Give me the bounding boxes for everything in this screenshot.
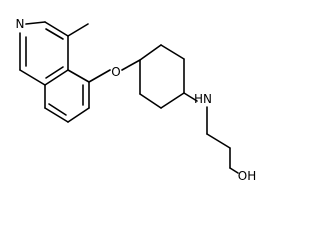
cyclohexane-ring xyxy=(139,44,185,109)
atom-label-n: N xyxy=(16,17,25,31)
bond-c-c xyxy=(160,92,185,109)
bond-c-c xyxy=(44,107,69,123)
atom-label-hn: HN xyxy=(194,92,212,106)
bond-c-c xyxy=(160,44,185,60)
bond-c-n xyxy=(25,21,46,25)
bond-c-c xyxy=(206,133,231,149)
propanol-chain xyxy=(183,92,239,174)
isoquinoline-ring xyxy=(19,21,90,123)
bond-c-o xyxy=(88,69,111,83)
atom-labels: N O HN OH xyxy=(16,17,257,183)
bond-c-c xyxy=(44,69,69,86)
molecule-structure: N O HN OH xyxy=(16,17,257,183)
bond-c-c xyxy=(139,93,162,109)
bond-c-c xyxy=(139,44,162,61)
atom-label-oh: OH xyxy=(238,169,256,183)
bond-o-c xyxy=(121,59,141,71)
bond-c-c xyxy=(44,21,69,37)
bond-c-o xyxy=(229,167,239,174)
bond-c-c xyxy=(19,69,46,86)
bond-c-c-double-inner xyxy=(48,103,67,116)
bond-c-c-double-inner xyxy=(45,66,64,79)
bond-c-c xyxy=(67,107,90,123)
bond-methyl xyxy=(67,23,89,37)
bond-c-c xyxy=(67,69,90,83)
atom-label-o: O xyxy=(111,65,120,79)
bond-c-n xyxy=(183,92,198,102)
bond-c-c-double-inner xyxy=(45,28,64,40)
ether-linkage xyxy=(88,59,141,83)
